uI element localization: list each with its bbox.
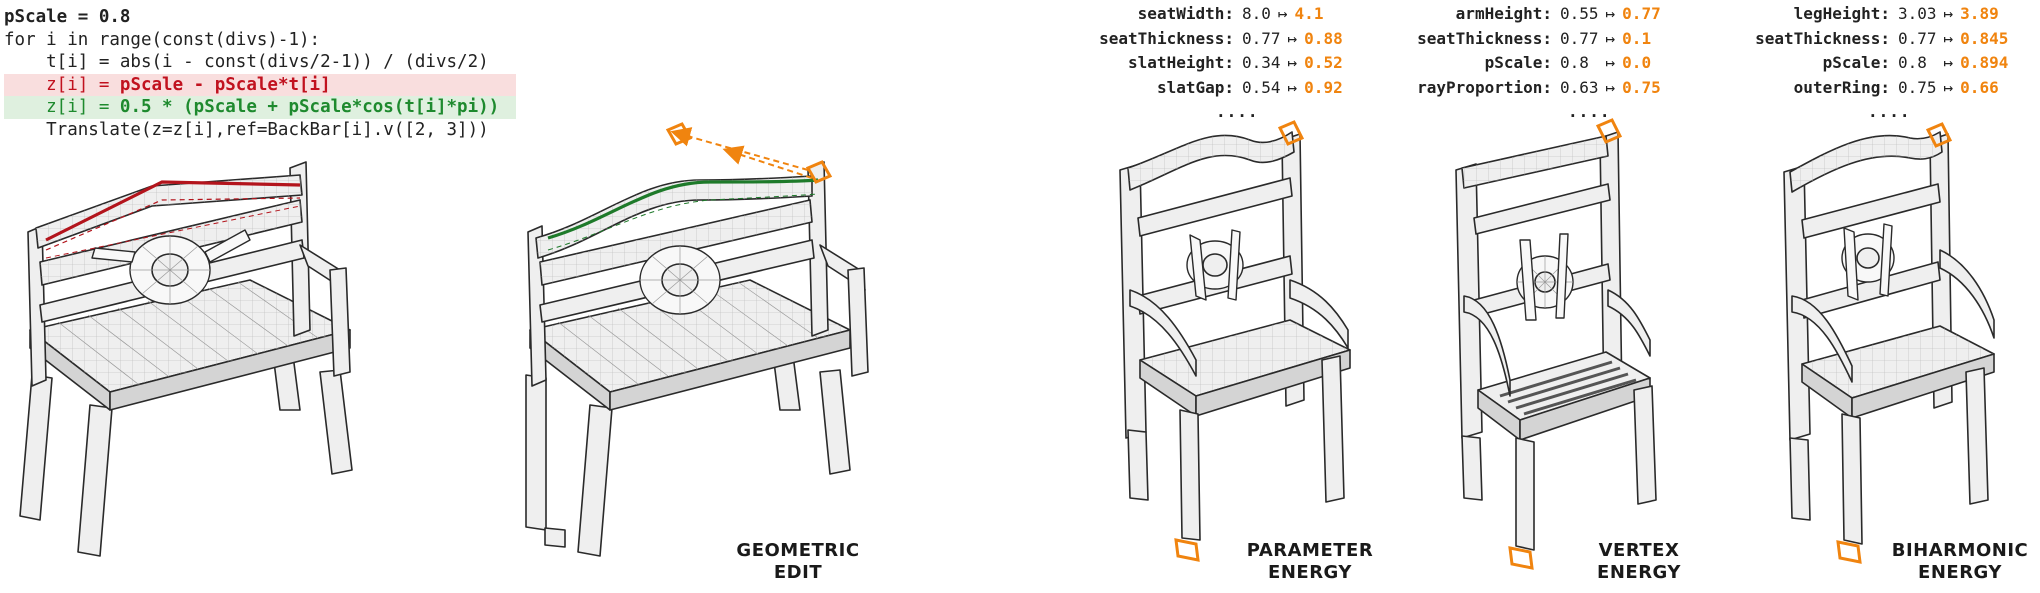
param-name: seatThickness: [1099,28,1234,48]
param-arrow: ↦ [1933,53,1954,72]
caption-parameter-energy: PARAMETER ENERGY [1240,540,1380,584]
code-linear-expr: pScale - pScale*t[i] [119,74,331,95]
param-new: 0.75 [1622,77,1661,97]
param-new: 0.0 [1622,53,1652,72]
param-old: 0.63 [1560,77,1599,97]
param-arrow: ↦ [1287,53,1298,72]
biharmonic-energy-params: legHeight: 3.03 ↦ 3.89 seatThickness: 0.77 ↦ 0… [1750,2,2040,125]
param-name: legHeight: [1793,4,1890,23]
param-row: outerRing: 0.75 ↦ 0.66 [1750,76,2040,101]
param-arrow: ↦ [1277,4,1288,23]
param-new: 0.52 [1304,53,1343,72]
param-row: slatHeight: 0.34 ↦ 0.52 [1076,51,1376,76]
param-name: seatThickness: [1755,28,1890,48]
param-row: pScale: 0.8 ↦ 0.0 [1412,51,1712,76]
parameter-energy-params: seatWidth: 8.0 ↦ 4.1 seatThickness: 0.77 ↦ 0.8… [1076,2,1376,125]
param-old: 0.8 [1898,53,1927,72]
param-old: 3.03 [1898,4,1937,23]
param-old: 0.54 [1242,77,1281,97]
param-new: 0.1 [1622,28,1652,48]
param-row: legHeight: 3.03 ↦ 3.89 [1750,2,2040,27]
param-row: pScale: 0.8 ↦ 0.894 [1750,51,2040,76]
param-name: armHeight: [1455,4,1552,23]
code-line-t: t[i] = abs(i - const(divs/2-1)) / (divs/… [4,52,489,72]
param-name: seatThickness: [1417,28,1552,48]
param-arrow: ↦ [1605,28,1616,48]
param-arrow: ↦ [1287,77,1298,97]
param-arrow: ↦ [1595,53,1616,72]
param-row: slatGap: 0.54 ↦ 0.92 [1076,76,1376,101]
bench-geometric-edit [525,122,869,557]
param-ellipsis: .... [1568,102,1611,121]
param-new: 0.88 [1304,28,1343,48]
param-row: armHeight: 0.55 ↦ 0.77 [1412,2,1712,27]
caption-geometric-edit: GEOMETRIC EDIT [728,540,868,584]
param-new: 0.894 [1960,53,2009,72]
code-line-translate: Translate(z=z[i],ref=BackBar[i].v([2, 3]… [4,119,489,140]
param-row: seatWidth: 8.0 ↦ 4.1 [1076,2,1376,27]
caption-biharmonic-energy: BIHARMONIC ENERGY [1888,540,2032,584]
code-line-pscale: pScale = 0.8 [4,7,131,27]
param-arrow: ↦ [1943,4,1954,23]
chair-parameter-energy [1119,120,1351,562]
param-old: 0.75 [1898,77,1937,97]
param-ellipsis: .... [1216,102,1259,121]
chair-biharmonic-energy [1783,122,1995,564]
param-new: 3.89 [1960,4,1999,23]
caption-line: ENERGY [1918,562,2002,583]
param-name: pScale: [1484,53,1552,72]
caption-line: ENERGY [1597,562,1681,583]
param-old: 0.34 [1242,53,1281,72]
param-arrow: ↦ [1605,4,1616,23]
code-line-for: for i in range(const(divs)-1): [4,29,321,50]
param-name: pScale: [1822,53,1890,72]
caption-vertex-energy: VERTEX ENERGY [1584,540,1694,584]
param-old: 0.77 [1898,28,1937,48]
param-new: 0.66 [1960,77,1999,97]
code-line-cosine-z: z[i] = 0.5 * (pScale + pScale*cos(t[i]*p… [4,96,516,119]
param-arrow: ↦ [1943,28,1954,48]
code-cosine-expr: 0.5 * (pScale + pScale*cos(t[i]*pi)) [119,97,500,117]
param-name: slatHeight: [1128,53,1234,72]
param-name: rayProportion: [1417,77,1552,97]
bench-original [19,161,353,557]
caption-line: GEOMETRIC [736,540,860,561]
param-old: 0.8 [1560,53,1589,72]
code-cosine-prefix: z[i] = [4,97,120,117]
caption-line: ENERGY [1268,562,1352,583]
param-arrow: ↦ [1943,77,1954,97]
param-new: 4.1 [1294,4,1324,23]
param-name: slatGap: [1156,77,1234,97]
param-row: seatThickness: 0.77 ↦ 0.1 [1412,27,1712,52]
caption-line: BIHARMONIC [1891,540,2029,561]
param-name: outerRing: [1793,77,1890,97]
caption-line: PARAMETER [1246,540,1374,561]
param-old: 0.77 [1242,28,1281,48]
param-name: seatWidth: [1137,4,1234,23]
param-row: seatThickness: 0.77 ↦ 0.845 [1750,27,2040,52]
param-arrow: ↦ [1605,77,1616,97]
code-line-linear-z: z[i] = pScale - pScale*t[i] [4,73,516,96]
param-row: seatThickness: 0.77 ↦ 0.88 [1076,27,1376,52]
param-row: rayProportion: 0.63 ↦ 0.75 [1412,76,1712,101]
vertex-energy-params: armHeight: 0.55 ↦ 0.77 seatThickness: 0.77 ↦ 0… [1412,2,1712,125]
param-arrow: ↦ [1287,28,1298,48]
caption-line: EDIT [773,562,823,583]
chair-vertex-energy [1455,118,1657,570]
param-new: 0.77 [1622,4,1661,23]
param-old: 0.77 [1560,28,1599,48]
code-linear-prefix: z[i] = [4,74,120,95]
param-old: 0.55 [1560,4,1599,23]
caption-line: VERTEX [1598,540,1680,561]
code-snippet: pScale = 0.8 for i in range(const(divs)-… [4,6,516,141]
param-new: 0.92 [1304,77,1343,97]
param-new: 0.845 [1960,28,2009,48]
param-ellipsis: .... [1868,102,1911,121]
param-old: 8.0 [1242,4,1271,23]
